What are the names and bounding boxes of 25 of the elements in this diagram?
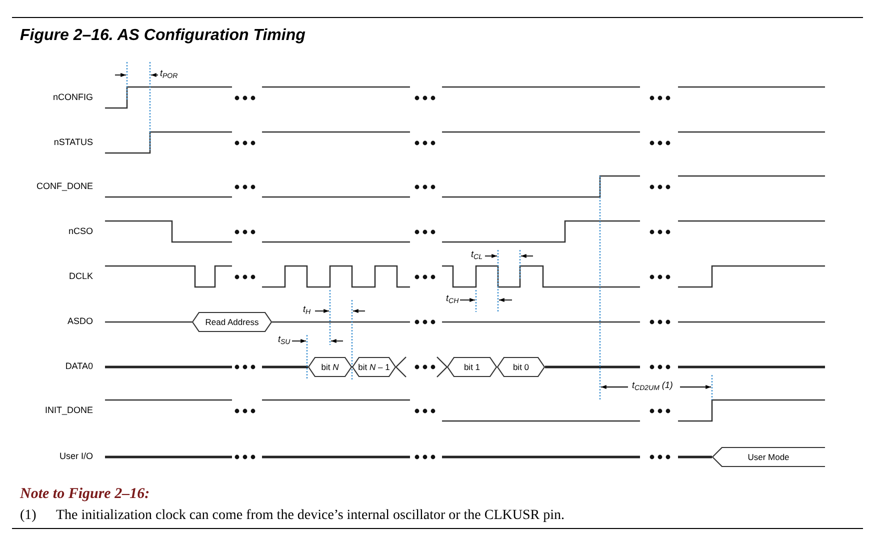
bus-value-hexagon: bit N – 1 (352, 357, 396, 377)
signal-name: CONF_DONE (36, 180, 93, 193)
footnote-text: The initialization clock can come from the device’s internal oscillator or the CLKUSR pin. (56, 507, 565, 525)
bus-value-hexagon: bit N (308, 357, 352, 377)
signal-name: nCSO (68, 225, 93, 238)
timing-parameter: t$_{POR}$ (160, 69, 178, 78)
signal-name: nSTATUS (54, 136, 93, 149)
signal-name: ASDO (67, 315, 93, 328)
timing-parameter: t$_{CL}$ (471, 250, 482, 259)
bus-value-hexagon: Read Address (192, 312, 272, 332)
timing-parameter: t$_{H}$ (303, 305, 311, 314)
title: Figure 2–16. AS Configuration Timing (20, 26, 306, 46)
bus-value-hexagon: bit 1 (447, 357, 497, 377)
note-heading: Note to Figure 2–16: (20, 485, 150, 504)
timing-parameter: t$_{SU}$ (278, 335, 290, 344)
signal-name: nCONFIG (52, 91, 93, 104)
footnote-number: (1) (20, 507, 36, 525)
bus-value-hexagon: User Mode (712, 447, 825, 467)
timing-parameter: t$_{CD2UM}$ (1) (632, 381, 673, 390)
bus-value-hexagon: bit 0 (497, 357, 545, 377)
signal-name: DATA0 (65, 360, 93, 373)
signal-name: DCLK (68, 270, 93, 283)
timing-parameter: t$_{CH}$ (446, 294, 459, 303)
signal-name: INIT_DONE (44, 404, 93, 417)
signal-name: User I/O (59, 450, 93, 463)
